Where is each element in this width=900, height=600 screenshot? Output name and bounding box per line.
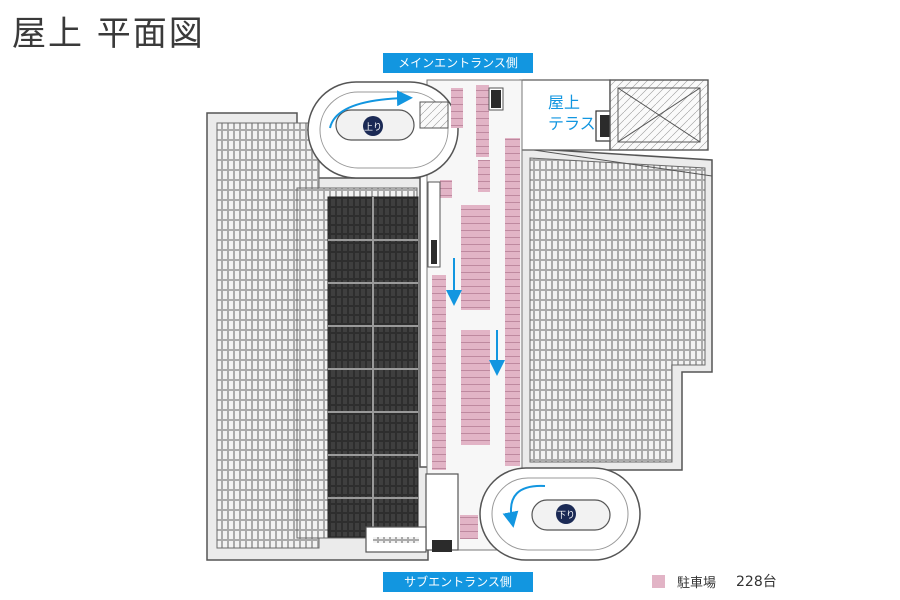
- stair-core-left: [427, 181, 441, 268]
- ramp-down-badge: [556, 504, 576, 524]
- sub-entrance-label: サブエントランス側: [383, 572, 533, 592]
- parking-count: 228台: [736, 574, 777, 590]
- ramp-up: [307, 81, 459, 179]
- ramp-down-label: 下り: [557, 510, 575, 521]
- rooftop-terrace-label: 屋上 テラス: [548, 92, 596, 134]
- mechanical-room: [609, 79, 709, 151]
- parking-swatch: [652, 574, 665, 588]
- terrace-label-line2: テラス: [548, 114, 596, 133]
- solar-panel-array-dark: [327, 196, 419, 538]
- terrace-label-line1: 屋上: [548, 93, 581, 112]
- ramp-up-label: 上り: [364, 122, 382, 133]
- stair-core-top: [419, 101, 449, 129]
- legend-label: 駐車場: [677, 575, 717, 591]
- utility-building-bottom: [365, 473, 459, 553]
- ramp-up-badge: [363, 116, 383, 136]
- parking-stalls: [432, 85, 520, 539]
- legend: 駐車場 228台: [652, 571, 777, 591]
- main-entrance-label: メインエントランス側: [383, 53, 533, 73]
- solar-panel-array-right: [519, 147, 713, 463]
- page-title: 屋上 平面図: [12, 14, 205, 54]
